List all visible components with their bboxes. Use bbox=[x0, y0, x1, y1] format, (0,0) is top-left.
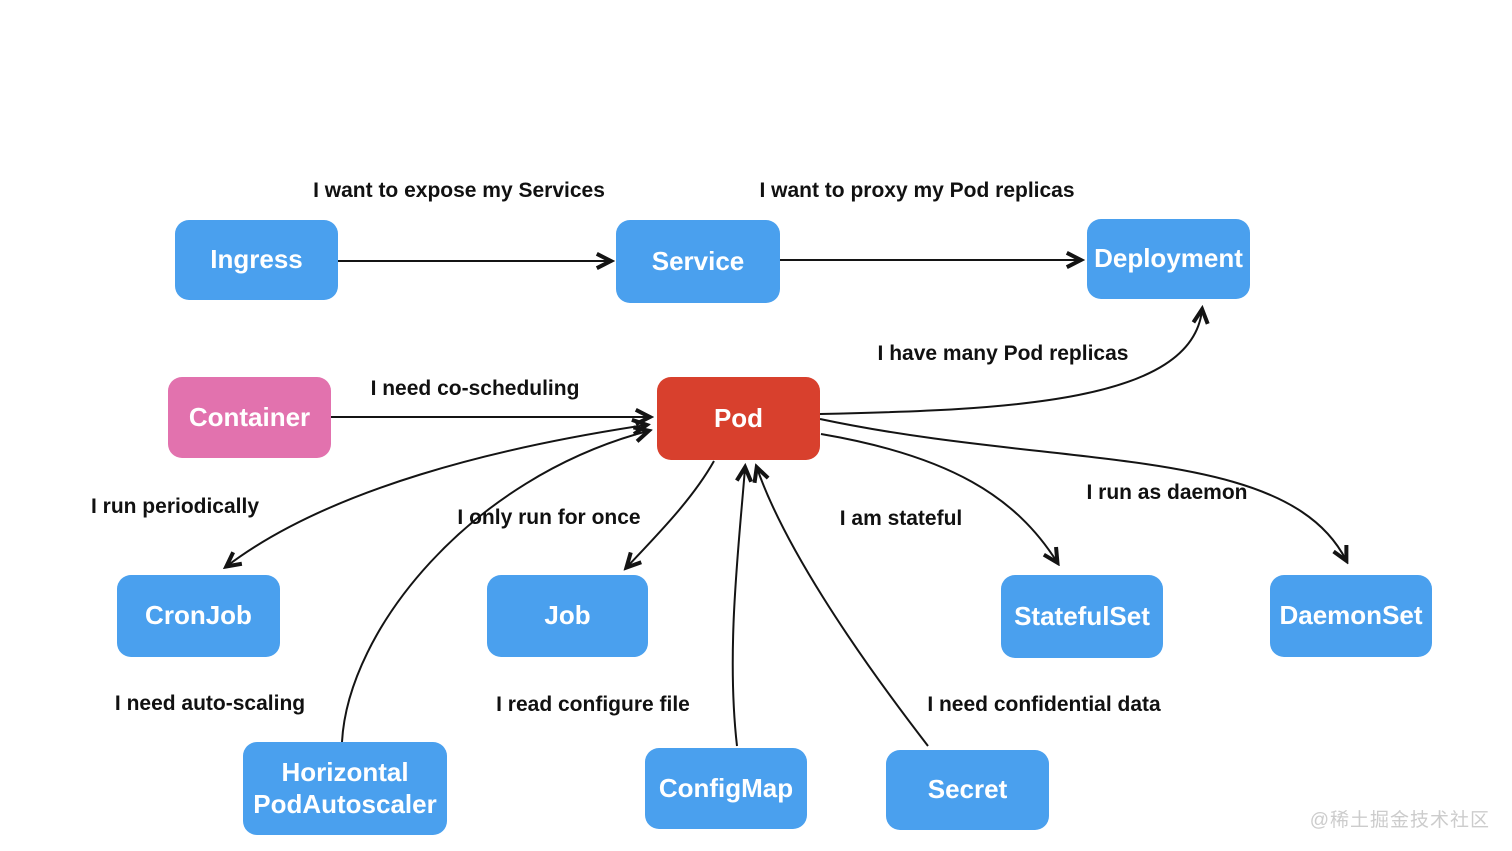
edge-pod-cronjob bbox=[227, 425, 646, 566]
node-statefulset: StatefulSet bbox=[1001, 575, 1163, 658]
node-ingress: Ingress bbox=[175, 220, 338, 300]
node-horizontal-pod-autoscaler: Horizontal PodAutoscaler bbox=[243, 742, 447, 835]
edge-label-expose-services: I want to expose my Services bbox=[313, 179, 605, 202]
node-secret: Secret bbox=[886, 750, 1049, 830]
edge-secret-pod bbox=[757, 468, 929, 747]
node-deployment: Deployment bbox=[1087, 219, 1250, 299]
watermark: @稀土掘金技术社区 bbox=[1309, 810, 1490, 831]
node-container: Container bbox=[168, 377, 331, 458]
edge-pod-job bbox=[627, 460, 715, 567]
edge-label-am-stateful: I am stateful bbox=[839, 507, 963, 530]
edge-pod-daemonset bbox=[819, 418, 1346, 560]
node-pod: Pod bbox=[657, 377, 820, 460]
node-configmap: ConfigMap bbox=[645, 748, 807, 829]
edge-label-many-pod-replicas: I have many Pod replicas bbox=[877, 342, 1129, 365]
edge-configmap-pod bbox=[731, 468, 745, 747]
node-daemonset: DaemonSet bbox=[1270, 575, 1432, 657]
edge-label-only-run-once: I only run for once bbox=[457, 506, 641, 529]
edge-pod-deployment bbox=[819, 310, 1202, 415]
edge-label-proxy-replicas: I want to proxy my Pod replicas bbox=[759, 179, 1075, 202]
node-cronjob: CronJob bbox=[117, 575, 280, 657]
edge-label-co-scheduling: I need co-scheduling bbox=[370, 377, 580, 400]
edge-label-read-configure-file: I read configure file bbox=[496, 693, 690, 716]
edge-pod-statefulset bbox=[820, 433, 1057, 562]
edge-label-need-auto-scaling: I need auto-scaling bbox=[114, 692, 306, 715]
edge-hpa-pod bbox=[341, 431, 648, 743]
edge-label-need-confidential-data: I need confidential data bbox=[927, 693, 1161, 716]
node-service: Service bbox=[616, 220, 780, 303]
edge-label-run-periodically: I run periodically bbox=[90, 495, 260, 518]
node-job: Job bbox=[487, 575, 648, 657]
edge-label-run-as-daemon: I run as daemon bbox=[1086, 481, 1248, 504]
